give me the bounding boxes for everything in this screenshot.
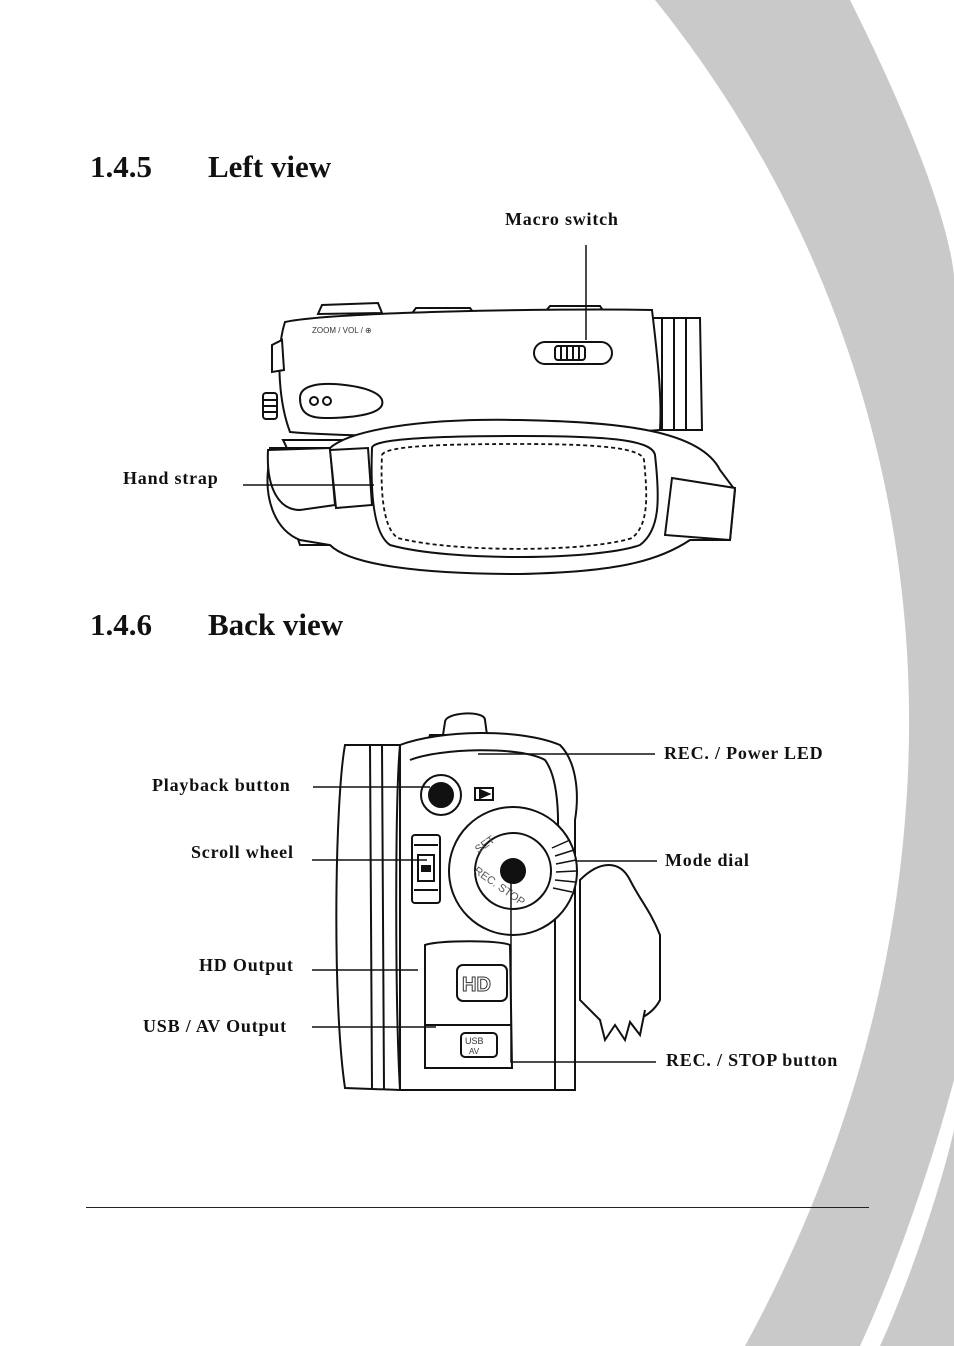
section-number: 1.4.6 (90, 607, 152, 642)
footer-rule (86, 1207, 869, 1208)
callout-macro-switch: Macro switch (505, 209, 619, 229)
section-title: Back view (208, 607, 344, 642)
zoom-vol-text: ZOOM / VOL / ⊕ (312, 326, 372, 335)
section-number: 1.4.5 (90, 149, 152, 184)
section-title: Left view (208, 149, 332, 184)
callout-rec-power-led: REC. / Power LED (664, 743, 824, 763)
usb-text: USB (465, 1036, 484, 1046)
callout-mode-dial: Mode dial (665, 850, 750, 870)
callout-rec-stop-button: REC. / STOP button (666, 1050, 839, 1070)
section-heading-left-view: 1.4.5 Left view (90, 149, 490, 189)
hd-text: HD (462, 974, 491, 996)
callout-scroll-wheel: Scroll wheel (191, 842, 294, 862)
av-text: AV (469, 1047, 480, 1056)
section-heading-back-view: 1.4.6 Back view (90, 607, 490, 647)
callout-hand-strap: Hand strap (123, 468, 219, 488)
callout-usb-av-output: USB / AV Output (143, 1016, 287, 1036)
callout-hd-output: HD Output (199, 955, 294, 975)
callout-playback-button: Playback button (152, 775, 291, 795)
